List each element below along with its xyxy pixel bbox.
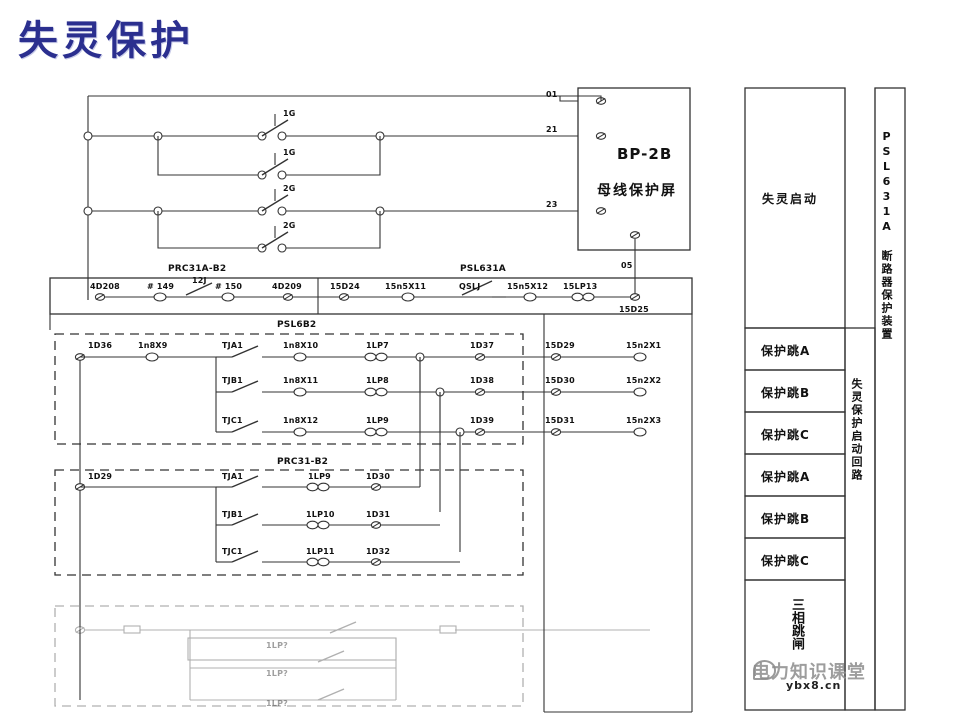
psl6b2-row-c-far: 15n2X3: [626, 416, 662, 425]
strip-item-15n5x12: 15n5X12: [507, 282, 549, 291]
bp-terminal-23: 23: [546, 200, 558, 209]
right-panel-cell-5: 保护跳C: [761, 554, 810, 568]
right-panel-device-label: PSL631A 断路器保护装置: [880, 130, 893, 341]
psl6b2-row-b-link: 1LP8: [366, 376, 389, 385]
right-panel-circuit-label: 失灵保护启动回路: [850, 378, 863, 482]
psl6b2-row-c-link: 1LP9: [366, 416, 389, 425]
psl6b2-row-b-contact: 1n8X11: [283, 376, 319, 385]
bp-name-label: 母线保护屏: [597, 183, 677, 199]
watermark-url: ybx8.cn: [786, 679, 842, 692]
psl6b2-row-c-relay: TJC1: [222, 416, 243, 425]
psl6b2-row-c-strip: 15D31: [545, 416, 575, 425]
strip-group-right-title: PSL631A: [460, 264, 506, 274]
right-panel-header-cell: 失灵启动: [762, 192, 819, 206]
bp-terminal-01: 01: [546, 90, 558, 99]
right-panel-cell-1: 保护跳B: [761, 386, 811, 400]
psl6b2-row-a-contact: 1n8X10: [283, 341, 319, 350]
right-panel-cell-2: 保护跳C: [761, 428, 810, 442]
right-panel-trip-label: 三相跳闸: [789, 598, 804, 650]
strip-item-12j: 12J: [192, 276, 207, 285]
psl6b2-row-b-out: 1D38: [470, 376, 495, 385]
psl6b2-row-a-strip: 15D29: [545, 341, 575, 350]
psl6b2-row-a-pre: 1n8X9: [138, 341, 168, 350]
right-panel-cell-0: 保护跳A: [761, 344, 811, 358]
right-panel-cell-3: 保护跳A: [761, 470, 811, 484]
switch-label-2g-a: 2G: [283, 184, 296, 193]
psl6b2-row-a-far: 15n2X1: [626, 341, 662, 350]
psl6b2-source-terminal: 1D36: [88, 341, 113, 350]
bp-model-label: BP-2B: [617, 145, 673, 163]
psl6b2-row-b-relay: TJB1: [222, 376, 243, 385]
prc31b2-row-c-out: 1D32: [366, 547, 391, 556]
section-prc31b2-title: PRC31-B2: [277, 457, 329, 467]
prc31b2-source-terminal: 1D29: [88, 472, 113, 481]
prc31b2-row-b-relay: TJB1: [222, 510, 243, 519]
bp-terminal-21: 21: [546, 125, 558, 134]
prc31b2-row-c-relay: TJC1: [222, 547, 243, 556]
bp-terminal-05: 05: [621, 261, 633, 270]
watermark-text: 电力知识课堂: [752, 662, 866, 683]
strip-item-15n5x11: 15n5X11: [385, 282, 427, 291]
strip-item-4d209: 4D209: [272, 282, 302, 291]
strip-item-qslj: QSLJ: [459, 282, 481, 291]
switch-label-2g-b: 2G: [283, 221, 296, 230]
strip-group-left-title: PRC31A-B2: [168, 264, 227, 274]
psl6b2-row-a-link: 1LP7: [366, 341, 389, 350]
psl6b2-row-b-far: 15n2X2: [626, 376, 662, 385]
prc31b2-row-a-link: 1LP9: [308, 472, 331, 481]
switch-label-1g-a: 1G: [283, 109, 296, 118]
prc31b2-row-a-out: 1D30: [366, 472, 391, 481]
prc31b2-row-b-link: 1LP10: [306, 510, 335, 519]
psl6b2-row-c-contact: 1n8X12: [283, 416, 319, 425]
right-panel-cell-4: 保护跳B: [761, 512, 811, 526]
watermark-icon: [753, 660, 776, 680]
psl6b2-row-a-out: 1D37: [470, 341, 495, 350]
psl6b2-row-a-relay: TJA1: [222, 341, 243, 350]
section-psl6b2-title: PSL6B2: [277, 320, 317, 330]
prc31b2-row-c-link: 1LP11: [306, 547, 335, 556]
bottom-row-a-link: 1LP?: [266, 641, 288, 650]
bottom-row-c-link: 1LP?: [266, 699, 288, 708]
strip-item-15lp13: 15LP13: [563, 282, 598, 291]
prc31b2-row-b-out: 1D31: [366, 510, 391, 519]
strip-item-15d24: 15D24: [330, 282, 360, 291]
bottom-row-b-link: 1LP?: [266, 669, 288, 678]
strip-item-4d208: 4D208: [90, 282, 120, 291]
switch-label-1g-b: 1G: [283, 148, 296, 157]
prc31b2-row-a-relay: TJA1: [222, 472, 243, 481]
psl6b2-row-b-strip: 15D30: [545, 376, 575, 385]
strip-outlet-15d25: 15D25: [619, 305, 649, 314]
strip-item-149: # 149: [147, 282, 175, 291]
psl6b2-row-c-out: 1D39: [470, 416, 495, 425]
page-title: 失灵保护: [18, 18, 194, 64]
strip-item-150: # 150: [215, 282, 243, 291]
